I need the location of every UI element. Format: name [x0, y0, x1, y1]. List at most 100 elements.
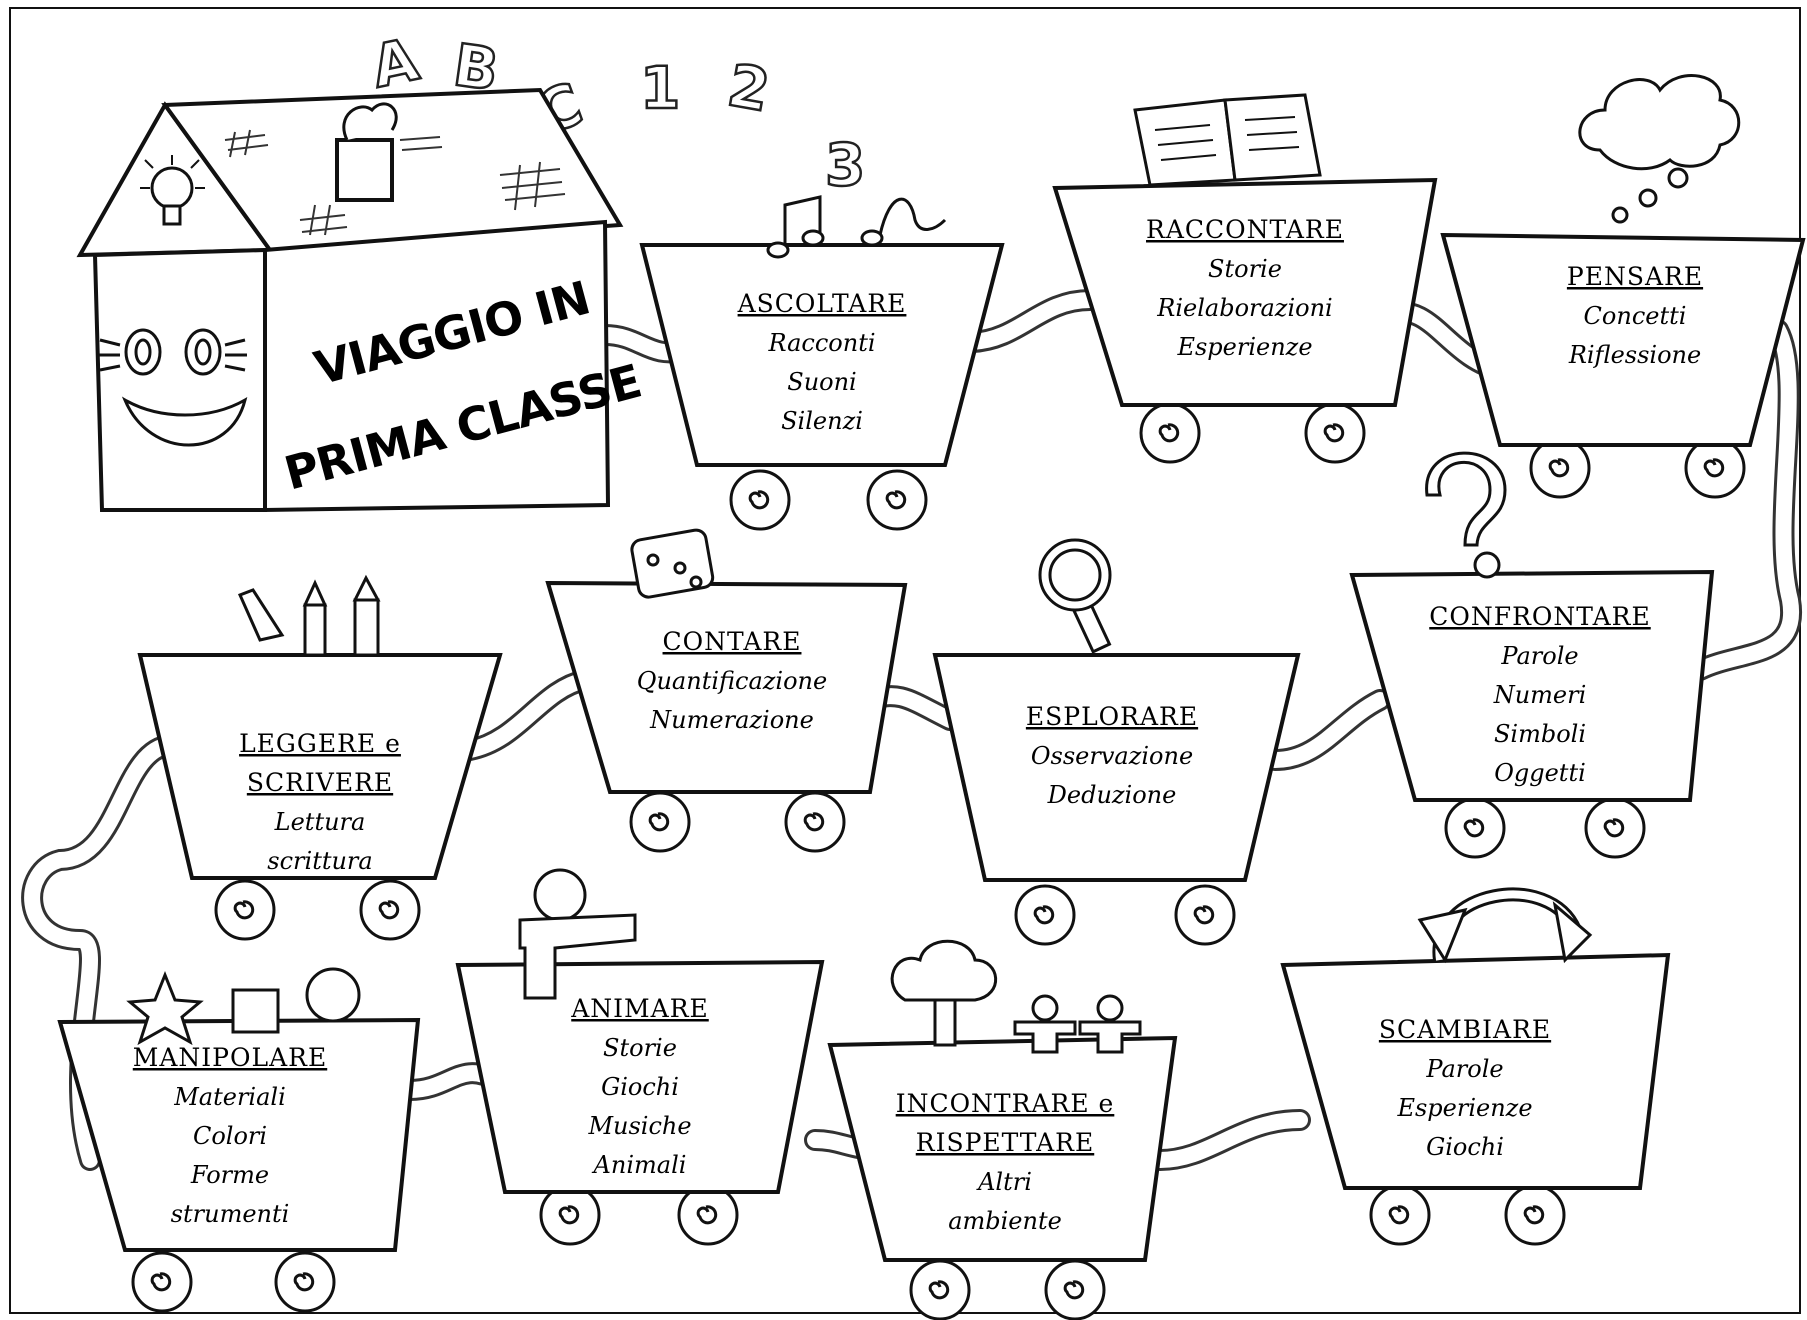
- people-icon: [1013, 994, 1142, 1054]
- wagon-body: [545, 580, 908, 794]
- wagon-title: CONTARE: [663, 627, 802, 656]
- wheel-icon: [1369, 1184, 1431, 1246]
- wagon-title: ASCOLTARE: [737, 289, 907, 318]
- wagon-item: Storie: [603, 1034, 677, 1062]
- wagon-body: [1280, 952, 1671, 1190]
- wagon-item: Esperienze: [1176, 333, 1312, 361]
- wagon-item: Racconti: [767, 329, 875, 357]
- wagon-body: [639, 243, 1005, 467]
- wheel-icon: [539, 1184, 601, 1246]
- wagon-title: SCRIVERE: [247, 768, 393, 797]
- wagon-item: Storie: [1208, 255, 1282, 283]
- wagon-title: SCAMBIARE: [1379, 1015, 1551, 1044]
- wheel-icon: [214, 879, 276, 941]
- wagon-title: LEGGERE e: [239, 729, 401, 758]
- decor-letter: 3: [825, 131, 865, 199]
- wagon-item: Parole: [1425, 1055, 1503, 1083]
- wheel-icon: [1529, 437, 1591, 499]
- wagon-item: Quantificazione: [637, 667, 827, 695]
- locomotive-house: VIAGGIO IN PRIMA CLASSE: [76, 87, 646, 513]
- wagon-item: Deduzione: [1047, 781, 1177, 809]
- house-side: [92, 247, 267, 512]
- lightbulb-icon: [140, 155, 205, 226]
- wagon-item: Concetti: [1584, 302, 1687, 330]
- wheel-icon: [1444, 797, 1506, 859]
- decorations: [126, 74, 1741, 1054]
- music-notes-icon: [766, 195, 947, 259]
- wheel-icon: [1684, 437, 1746, 499]
- wagon-title: INCONTRARE e: [896, 1089, 1115, 1118]
- wheel-icon: [629, 791, 691, 853]
- wagon-title: MANIPOLARE: [133, 1043, 327, 1072]
- wagon-body: [1349, 569, 1715, 802]
- wagon-item: Numerazione: [649, 706, 814, 734]
- wagon-item: Musiche: [587, 1112, 691, 1140]
- wagon-incontrare: INCONTRARE e RISPETTARE Altri ambiente: [827, 1035, 1178, 1320]
- wheel-icon: [274, 1251, 336, 1313]
- wagon-item: Materiali: [173, 1083, 286, 1111]
- wheel-icon: [677, 1184, 739, 1246]
- wheel-icon: [1584, 797, 1646, 859]
- pencils-icon: [237, 574, 381, 657]
- wagon-title: ESPLORARE: [1026, 702, 1198, 731]
- wagon-item: ambiente: [948, 1207, 1062, 1235]
- wagon-title: PENSARE: [1567, 262, 1703, 291]
- wagon-item: Giochi: [1426, 1133, 1504, 1161]
- wheel-icon: [131, 1251, 193, 1313]
- question-mark-icon: [1425, 451, 1507, 579]
- wagon-item: Oggetti: [1494, 759, 1586, 787]
- wheel-icon: [1014, 884, 1076, 946]
- wheel-icon: [359, 879, 421, 941]
- wagon-item: Suoni: [787, 368, 856, 396]
- wagon-title: RACCONTARE: [1146, 215, 1344, 244]
- wheel-icon: [909, 1259, 971, 1320]
- wheel-icon: [1304, 402, 1366, 464]
- smiling-face-icon: [98, 328, 248, 447]
- wagon-body: [827, 1035, 1178, 1262]
- wagon-item: Simboli: [1494, 720, 1586, 748]
- wagon-title: RISPETTARE: [916, 1128, 1094, 1157]
- wagon-item: Riflessione: [1568, 341, 1701, 369]
- wagon-body: [137, 653, 503, 880]
- dice-icon: [630, 528, 715, 599]
- wagon-item: Parole: [1500, 642, 1578, 670]
- chimney: [335, 138, 394, 202]
- shapes-icon: [126, 967, 361, 1046]
- wagon-title: CONFRONTARE: [1429, 602, 1650, 631]
- wagon-body: [932, 653, 1301, 882]
- wagon-item: Numeri: [1493, 681, 1587, 709]
- wagon-item: Silenzi: [781, 407, 863, 435]
- book-icon: [1133, 93, 1322, 187]
- wagon-body: [455, 959, 825, 1194]
- wheel-icon: [1504, 1184, 1566, 1246]
- wheel-icon: [1044, 1259, 1106, 1320]
- wagon-item: Osservazione: [1031, 742, 1193, 770]
- wheel-icon: [729, 469, 791, 531]
- wagon-item: Altri: [976, 1168, 1032, 1196]
- wagon-body: [1052, 177, 1438, 407]
- wagon-item: Esperienze: [1396, 1094, 1532, 1122]
- cycle-arrows-icon: [1417, 887, 1593, 964]
- magnifier-icon: [1038, 538, 1112, 654]
- wagon-item: strumenti: [171, 1200, 290, 1228]
- puppet-icon: [518, 868, 637, 1000]
- wagon-item: Forme: [190, 1161, 269, 1189]
- wagon-item: Colori: [193, 1122, 267, 1150]
- wagon-item: Giochi: [601, 1073, 679, 1101]
- wagon-body: [57, 1017, 421, 1252]
- wagon-item: Lettura: [274, 808, 366, 836]
- wheel-icon: [784, 791, 846, 853]
- thought-cloud-icon: [1578, 74, 1741, 224]
- wheel-icon: [866, 469, 928, 531]
